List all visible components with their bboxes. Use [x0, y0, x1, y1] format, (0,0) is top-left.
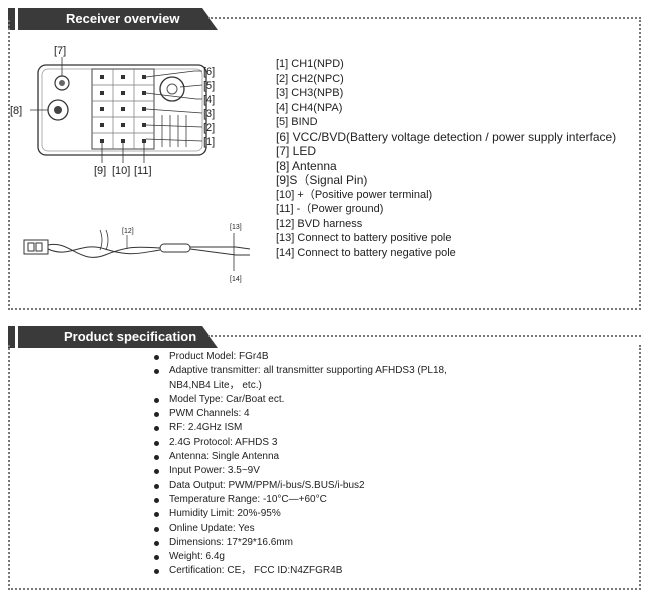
legend-item: [4] CH4(NPA) [276, 101, 343, 114]
receiver-diagram: [7] [6] [5] [4] [3] [2] [1] [8] [9] [10]… [10, 45, 251, 283]
legend-item: [8] Antenna [276, 158, 337, 173]
bullet-icon [154, 483, 159, 489]
harness-callout: [12] [122, 228, 134, 235]
callout-label: [6] [203, 66, 215, 78]
legend-item: [11] -（Power ground) [276, 203, 384, 215]
callout-label: [11] [134, 165, 152, 177]
spec-title: Product specification [18, 326, 218, 348]
legend-item: [10] +（Positive power terminal) [276, 188, 433, 201]
spec-item: Dimensions: 17*29*16.6mm [150, 536, 447, 550]
bullet-icon [154, 369, 159, 375]
harness-callout: [13] [230, 224, 242, 231]
spec-item: Temperature Range: -10°C—+60°C [150, 493, 447, 507]
overview-header-divider [208, 17, 641, 19]
callout-label: [1] [203, 136, 215, 148]
harness-callout: [14] [230, 276, 242, 283]
overview-section [8, 20, 641, 310]
legend-item: [5] BIND [276, 116, 318, 128]
spec-item: Adaptive transmitter: all transmitter su… [150, 364, 447, 393]
spec-item: Humidity Limit: 20%-95% [150, 507, 447, 521]
spec-list: Product Model: FGr4B Adaptive transmitte… [150, 350, 447, 579]
callout-label: [3] [203, 108, 215, 120]
legend-item: [9]S（Signal Pin) [276, 173, 368, 187]
bullet-icon [154, 526, 159, 532]
legend-item: [6] VCC/BVD(Battery voltage detection / … [276, 129, 617, 144]
bullet-icon [154, 569, 159, 575]
spec-item: PWM Channels: 4 [150, 407, 447, 421]
bullet-icon [154, 555, 159, 561]
bvd-harness [23, 229, 251, 271]
bullet-icon [154, 455, 159, 461]
callout-label: [7] [54, 45, 66, 57]
callout-label: [2] [203, 122, 215, 134]
callout-label: [8] [10, 105, 22, 117]
bullet-icon [154, 440, 159, 446]
bullet-icon [154, 497, 159, 503]
spec-item: Model Type: Car/Boat ect. [150, 393, 447, 407]
legend-item: [13] Connect to battery positive pole [276, 232, 452, 244]
spec-item: Antenna: Single Antenna [150, 450, 447, 464]
bullet-icon [154, 512, 159, 518]
bullet-icon [154, 397, 159, 403]
spec-item: Product Model: FGr4B [150, 350, 447, 364]
legend-item: [3] CH3(NPB) [276, 87, 344, 99]
spec-item: Certification: CE， FCC ID:N4ZFGR4B [150, 564, 447, 578]
overview-legend: [1] CH1(NPD) [2] CH2(NPC) [3] CH3(NPB) [… [276, 57, 616, 260]
bullet-icon [154, 355, 159, 360]
spec-item: Online Update: Yes [150, 522, 447, 536]
callout-label: [4] [203, 94, 215, 106]
spec-item: 2.4G Protocol: AFHDS 3 [150, 436, 447, 450]
spec-header-divider [208, 335, 641, 337]
legend-item: [7] LED [276, 144, 317, 158]
legend-item: [12] BVD harness [276, 217, 363, 230]
spec-item: Weight: 6.4g [150, 550, 447, 564]
overview-title: Receiver overview [18, 8, 218, 30]
legend-item: [2] CH2(NPC) [276, 72, 344, 85]
spec-item: RF: 2.4GHz ISM [150, 421, 447, 435]
callout-label: [9] [94, 165, 106, 177]
overview-header-marker [8, 8, 15, 30]
bullet-icon [154, 426, 159, 432]
overview-header: Receiver overview [8, 8, 641, 30]
legend-item: [14] Connect to battery negative pole [276, 246, 456, 259]
spec-header: Product specification [8, 326, 641, 348]
bullet-icon [154, 412, 159, 418]
bullet-icon [154, 469, 159, 475]
spec-section [8, 345, 641, 590]
spec-header-marker [8, 326, 15, 348]
bullet-icon [154, 540, 159, 546]
spec-item: Input Power: 3.5~9V [150, 464, 447, 478]
spec-item: Data Output: PWM/PPM/i-bus/S.BUS/i-bus2 [150, 479, 447, 493]
callout-label: [5] [203, 80, 215, 92]
callout-label: [10] [112, 165, 130, 177]
legend-item: [1] CH1(NPD) [276, 58, 344, 70]
